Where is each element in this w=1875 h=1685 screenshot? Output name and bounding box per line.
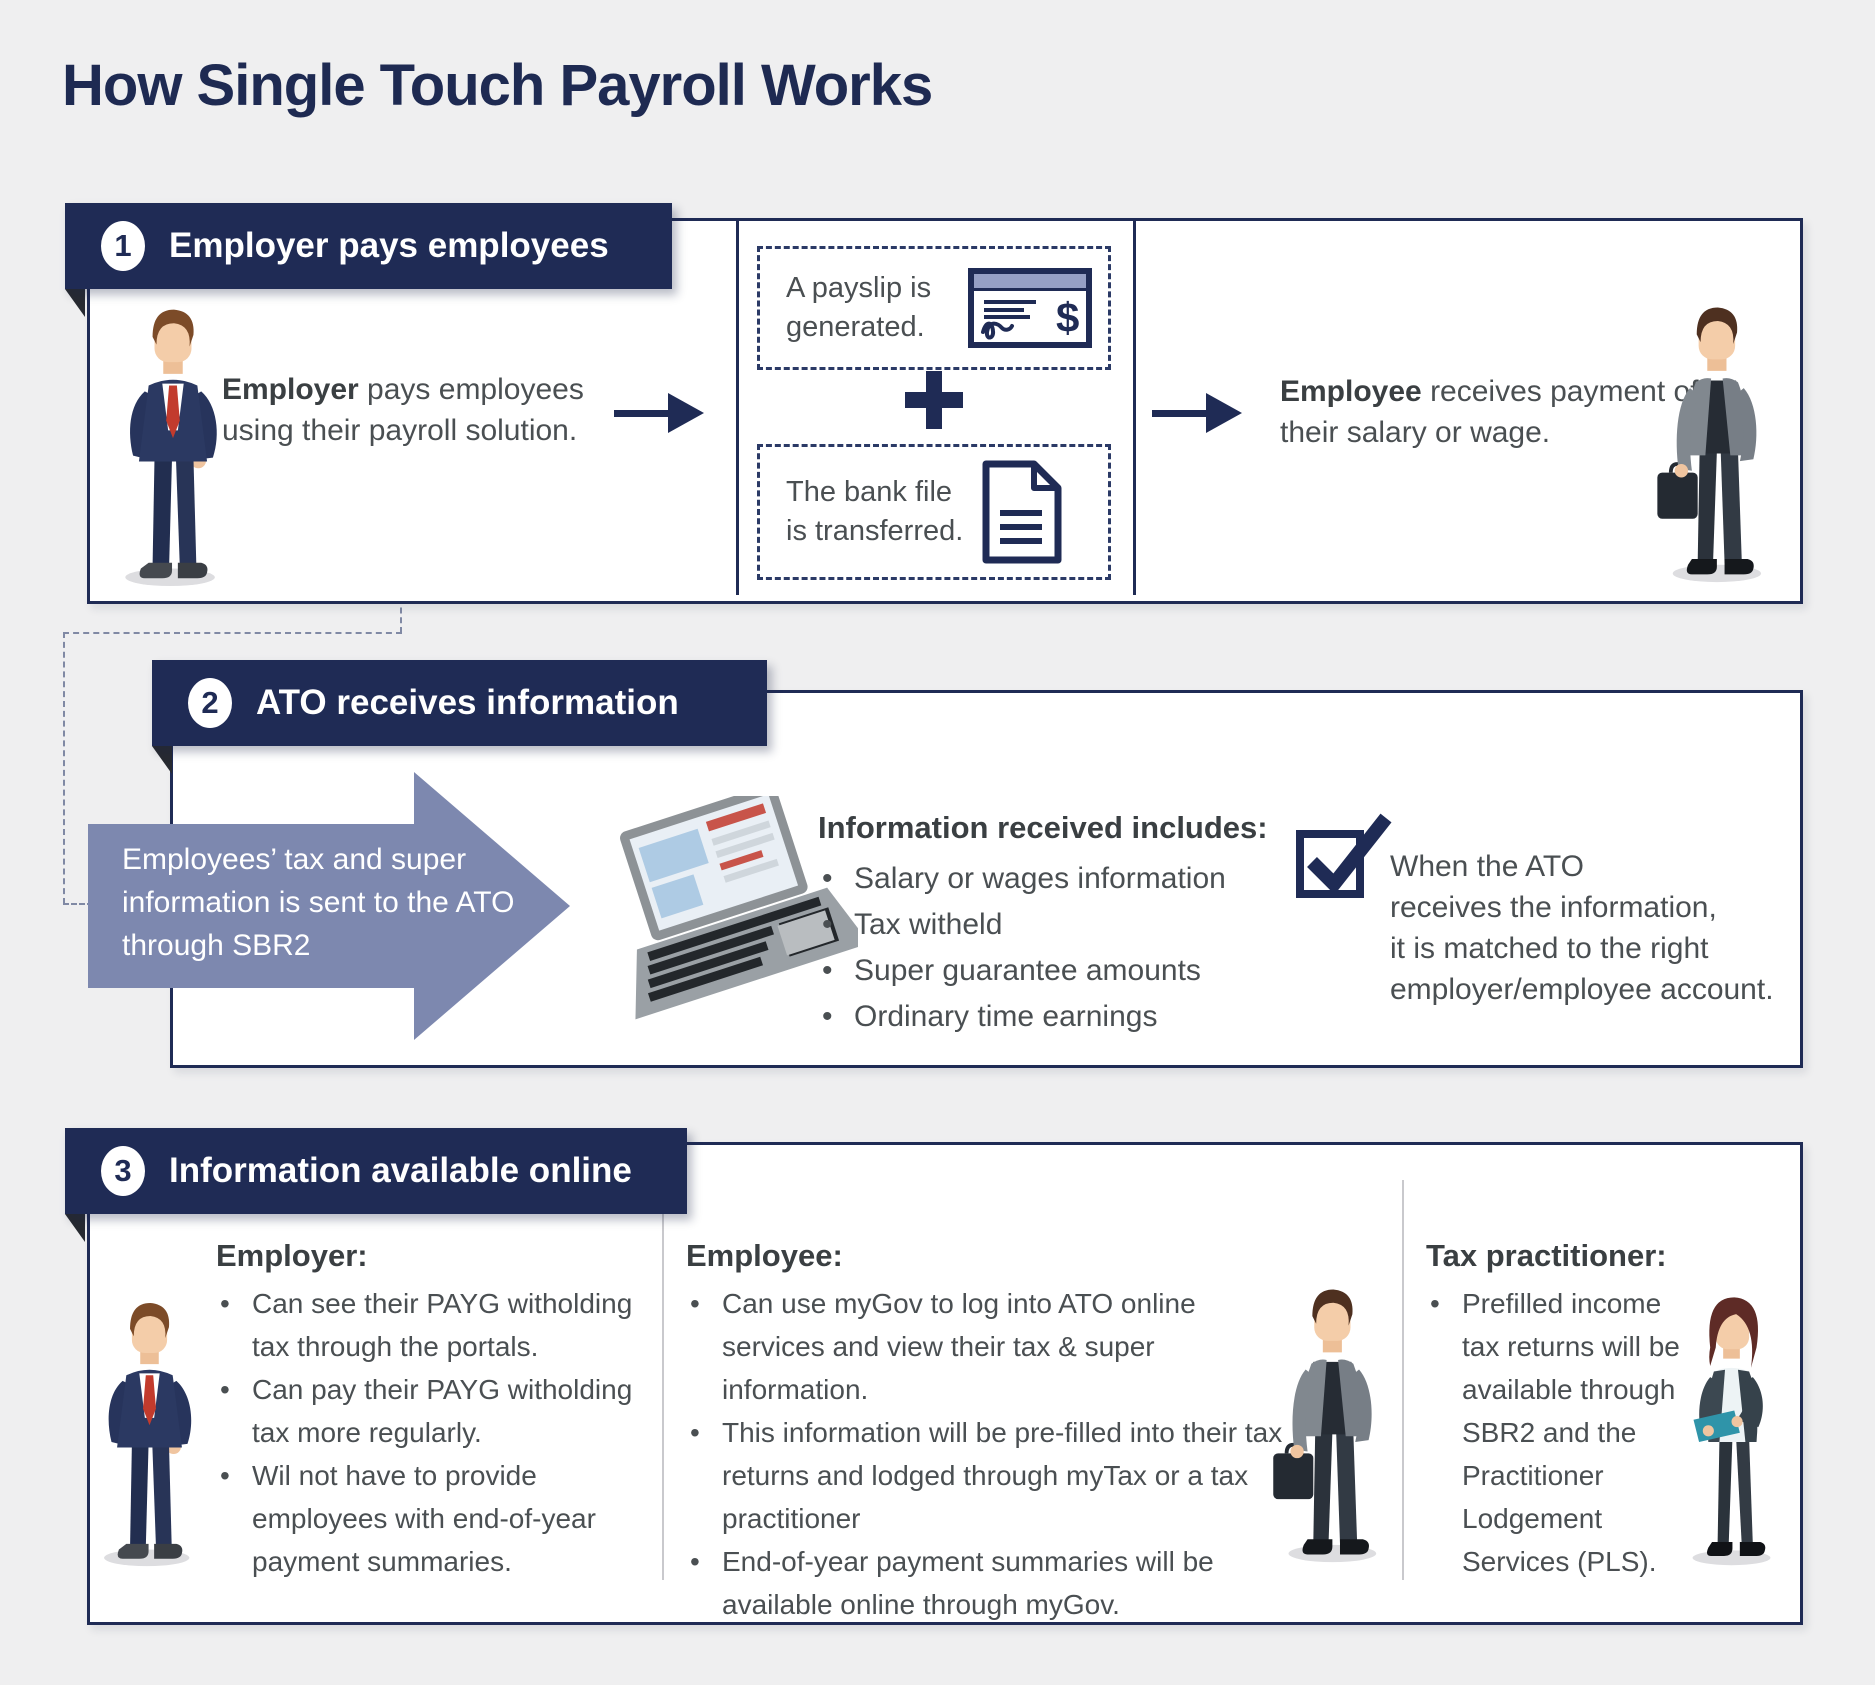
- step1-number-badge: 1: [101, 221, 145, 271]
- tax-practitioner-figure: [1662, 1290, 1801, 1568]
- ato-match-line: receives the information,: [1390, 891, 1717, 924]
- plus-icon: [905, 371, 963, 429]
- section1-divider-2: [1133, 221, 1136, 595]
- connector-run-2: [63, 903, 93, 905]
- section3-divider-2: [1402, 1180, 1404, 1580]
- ato-match-line: When the ATO: [1390, 850, 1584, 883]
- bullet-text: Super guarantee amounts: [854, 954, 1201, 987]
- list-item: • Tax witheld: [818, 902, 1288, 948]
- list-item: • Can see their PAYG witholding tax throu…: [216, 1282, 648, 1368]
- info-received-block: Information received includes: • Salary o…: [818, 810, 1288, 1040]
- section3-divider-1: [662, 1180, 664, 1580]
- list-item: • Can use myGov to log into ATO online se…: [686, 1282, 1286, 1411]
- employer-rest: pays employees using their payroll solut…: [222, 373, 584, 447]
- section3-banner: 3 Information available online: [65, 1128, 687, 1214]
- bullet-text: Salary or wages information: [854, 862, 1226, 895]
- ato-match-line: employer/employee account.: [1390, 973, 1774, 1006]
- employer-column-heading: Employer:: [216, 1238, 368, 1273]
- section1-divider-1: [736, 221, 739, 595]
- list-item: • End-of-year payment summaries will be a…: [686, 1540, 1286, 1626]
- employee-rest: receives payment of their salary or wage…: [1280, 375, 1699, 449]
- flow-arrow-line: information is sent to the ATO: [122, 886, 515, 919]
- bullet-text: Can pay their PAYG witholding tax more r…: [252, 1374, 633, 1448]
- connector-stem-2: [63, 632, 65, 904]
- bank-file-icon: [982, 460, 1062, 564]
- bullet-dot: •: [220, 1288, 230, 1319]
- checkbox-icon: [1292, 800, 1396, 909]
- employer-lead: Employer: [222, 373, 359, 406]
- bullet-dot: •: [220, 1374, 230, 1405]
- bullet-dot: •: [822, 954, 833, 987]
- list-item: • Super guarantee amounts: [818, 948, 1288, 994]
- bullet-dot: •: [822, 1000, 833, 1033]
- bullet-text: Prefilled income tax returns will be ava…: [1462, 1288, 1680, 1577]
- employee-figure: [1642, 296, 1786, 584]
- payslip-text: A payslip is generated.: [786, 272, 932, 343]
- bullet-dot: •: [822, 908, 833, 941]
- section1-banner: 1 Employer pays employees: [65, 203, 672, 289]
- list-item: • This information will be pre-filled int…: [686, 1411, 1286, 1540]
- employee-column-heading: Employee:: [686, 1238, 843, 1273]
- right-arrow-icon: [614, 393, 704, 433]
- tax-practitioner-column: Tax practitioner: • Prefilled income tax …: [1426, 1238, 1698, 1583]
- list-item: • Can pay their PAYG witholding tax more …: [216, 1368, 648, 1454]
- section3-banner-fold: [65, 1214, 85, 1242]
- section2-heading: ATO receives information: [256, 683, 679, 722]
- section2-banner: 2 ATO receives information: [152, 660, 767, 746]
- flow-arrow-text: Employees’ tax and super information is …: [122, 838, 514, 967]
- step2-number-badge: 2: [188, 678, 232, 728]
- list-item: • Wil not have to provide employees with …: [216, 1454, 648, 1583]
- payslip-dashed-box: A payslip is generated. $: [757, 246, 1111, 370]
- employee-lead: Employee: [1280, 375, 1422, 408]
- page-title: How Single Touch Payroll Works: [62, 53, 933, 118]
- bullet-text: Wil not have to provide employees with e…: [252, 1460, 596, 1577]
- info-received-heading: Information received includes:: [818, 810, 1268, 845]
- bullet-text: Can use myGov to log into ATO online ser…: [722, 1288, 1196, 1405]
- bullet-text: End-of-year payment summaries will be av…: [722, 1546, 1214, 1620]
- section3-box: [87, 1142, 1803, 1625]
- ato-match-text: When the ATO receives the information, i…: [1390, 846, 1774, 1010]
- section3-heading: Information available online: [169, 1151, 632, 1190]
- bullet-dot: •: [822, 862, 833, 895]
- flow-arrow-line: Employees’ tax and super: [122, 843, 467, 876]
- bullet-dot: •: [1430, 1288, 1440, 1319]
- bullet-dot: •: [690, 1546, 700, 1577]
- step3-number-badge: 3: [101, 1146, 145, 1196]
- bullet-text: Ordinary time earnings: [854, 1000, 1158, 1033]
- list-item: • Ordinary time earnings: [818, 994, 1288, 1040]
- bullet-dot: •: [690, 1288, 700, 1319]
- tax-practitioner-column-heading: Tax practitioner:: [1426, 1238, 1667, 1273]
- employer-column: Employer: • Can see their PAYG witholding…: [216, 1238, 648, 1583]
- right-arrow-icon: [1152, 393, 1242, 433]
- employer-pays-text: Employer pays employees using their payr…: [222, 369, 607, 451]
- employee-figure: [1258, 1278, 1401, 1564]
- bank-file-dashed-box: The bank file is transferred.: [757, 444, 1111, 580]
- bullet-text: This information will be pre-filled into…: [722, 1417, 1283, 1534]
- list-item: • Salary or wages information: [818, 856, 1288, 902]
- dollar-sign: $: [1056, 294, 1079, 341]
- employee-receives-text: Employee receives payment of their salar…: [1280, 371, 1710, 453]
- payslip-icon: $: [968, 268, 1092, 348]
- list-item: • Prefilled income tax returns will be av…: [1426, 1282, 1698, 1583]
- bullet-dot: •: [220, 1460, 230, 1491]
- section1-banner-fold: [65, 289, 85, 317]
- connector-run-1: [63, 632, 402, 634]
- laptop-icon: [596, 784, 870, 1063]
- section2-banner-fold: [152, 746, 172, 774]
- employee-column: Employee: • Can use myGov to log into ATO…: [686, 1238, 1286, 1626]
- bullet-text: Can see their PAYG witholding tax throug…: [252, 1288, 633, 1362]
- flow-arrow-line: through SBR2: [122, 929, 311, 962]
- bank-file-text: The bank file is transferred.: [786, 476, 964, 547]
- section1-heading: Employer pays employees: [169, 226, 609, 265]
- flow-arrow-icon: Employees’ tax and super information is …: [88, 772, 570, 1040]
- employer-figure: [80, 1290, 219, 1568]
- bullet-dot: •: [690, 1417, 700, 1448]
- bullet-text: Tax witheld: [854, 908, 1003, 941]
- ato-match-line: it is matched to the right: [1390, 932, 1709, 965]
